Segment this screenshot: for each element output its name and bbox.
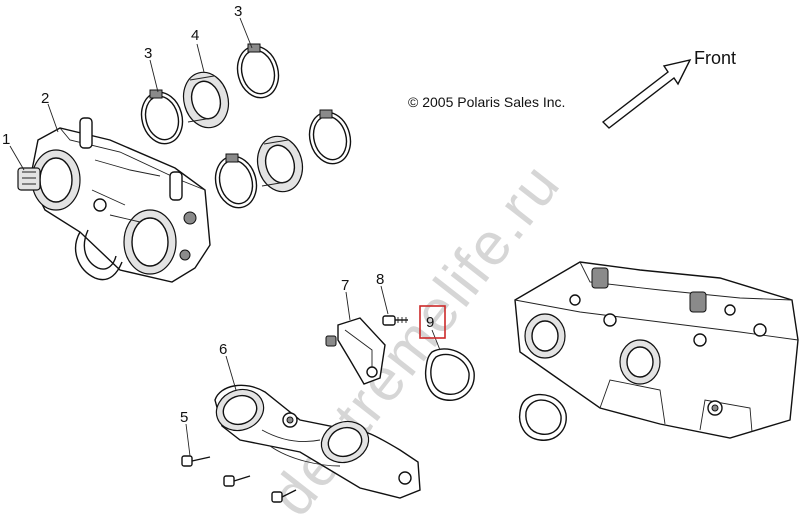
leader-lines (9, 17, 441, 457)
callout-5: 5 (180, 409, 188, 426)
clamp-part (140, 89, 184, 145)
gasket-part (424, 348, 475, 401)
intake-boot-part (256, 135, 304, 193)
gasket-part (518, 393, 567, 441)
copyright-text: © 2005 Polaris Sales Inc. (408, 94, 565, 110)
front-arrow-icon (601, 58, 692, 129)
front-label: Front (694, 48, 736, 68)
callout-8: 8 (376, 271, 384, 288)
callout-3: 3 (234, 3, 242, 20)
cylinder-head-part (514, 261, 799, 439)
clamp-part (308, 109, 352, 165)
callout-7: 7 (341, 277, 349, 294)
intake-manifold-part (214, 384, 421, 499)
throttle-sensor-part (17, 167, 41, 191)
callout-2: 2 (41, 90, 49, 107)
callout-9-highlight-box (419, 305, 446, 339)
clamp-part (214, 153, 258, 209)
intake-boot-part (182, 71, 230, 129)
callout-6: 6 (219, 341, 227, 358)
clamp-part (236, 43, 280, 99)
bolt-part (181, 455, 297, 503)
callout-9: 9 (426, 314, 434, 331)
sensor-part (325, 317, 386, 385)
callout-4: 4 (191, 27, 199, 44)
throttle-body-part (29, 117, 211, 283)
screw-part (382, 315, 408, 326)
callout-3: 3 (144, 45, 152, 62)
callout-1: 1 (2, 131, 10, 148)
